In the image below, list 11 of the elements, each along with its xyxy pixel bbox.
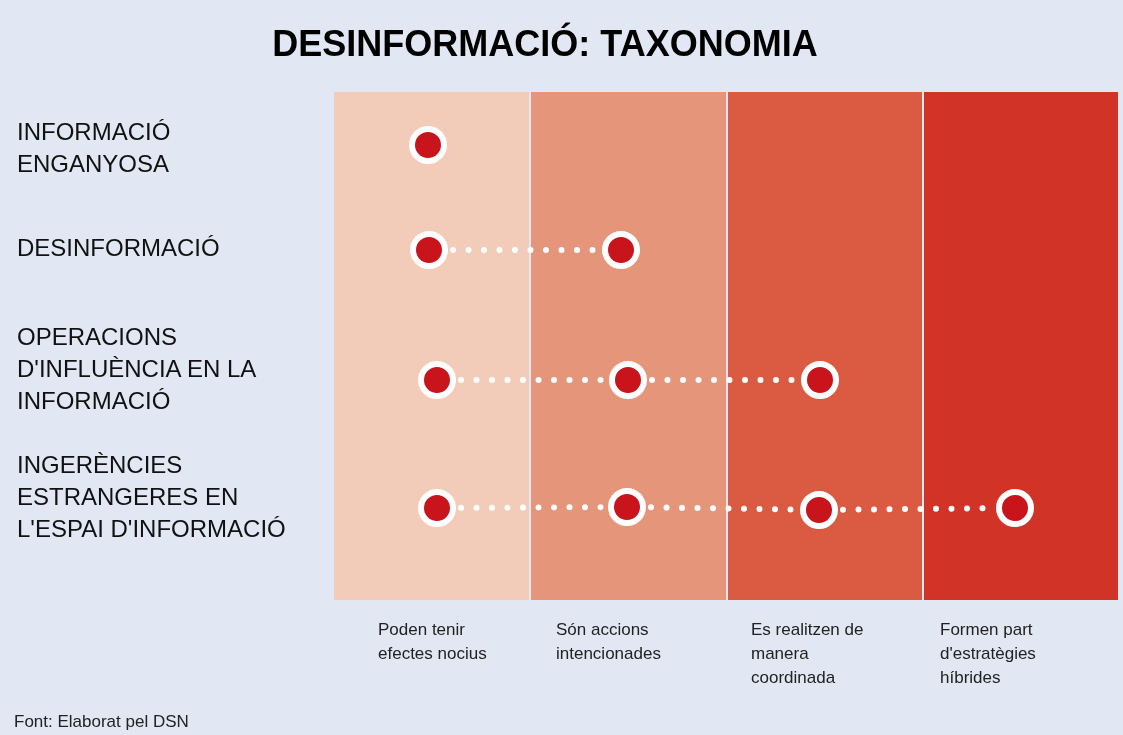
column-caption: Són accions intencionades xyxy=(556,620,661,663)
row-label: OPERACIONS D'INFLUÈNCIA EN LA INFORMACIÓ xyxy=(17,323,255,414)
row-label: INFORMACIÓ ENGANYOSA xyxy=(17,118,171,177)
source-note: Font: Elaborat pel DSN xyxy=(14,712,189,731)
column-caption: Es realitzen de manera coordinada xyxy=(751,620,864,687)
column-caption: Formen part d'estratègies híbrides xyxy=(940,620,1036,687)
dotted-connector xyxy=(458,504,606,511)
title: DESINFORMACIÓ: TAXONOMIA xyxy=(272,23,818,64)
row-label: INGERÈNCIES ESTRANGERES EN L'ESPAI D'INFORMACIÓ xyxy=(17,451,286,542)
column-caption: Poden tenir efectes nocius xyxy=(378,620,487,663)
row-label: DESINFORMACIÓ xyxy=(17,234,220,261)
